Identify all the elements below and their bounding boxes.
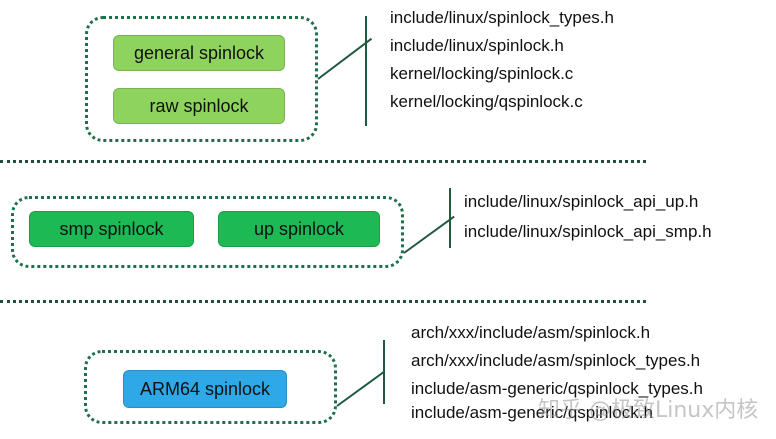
api-files-list: include/linux/spinlock_api_up.h include/… bbox=[464, 187, 712, 247]
file-item: include/linux/spinlock_types.h bbox=[390, 8, 614, 27]
raw-spinlock-node: raw spinlock bbox=[113, 88, 285, 124]
file-item: kernel/locking/qspinlock.c bbox=[390, 92, 583, 111]
group1-bracket bbox=[365, 16, 367, 126]
file-item: arch/xxx/include/asm/spinlock_types.h bbox=[411, 351, 701, 370]
watermark-text: 知乎 @极致Linux内核 bbox=[538, 398, 759, 423]
section-divider bbox=[0, 160, 646, 163]
section-divider bbox=[0, 300, 646, 303]
file-item: kernel/locking/spinlock.c bbox=[390, 64, 574, 83]
file-item: include/linux/spinlock.h bbox=[390, 36, 564, 55]
api-spinlock-group bbox=[11, 196, 404, 268]
file-item: include/linux/spinlock_api_smp.h bbox=[464, 222, 712, 241]
smp-spinlock-node: smp spinlock bbox=[29, 211, 194, 247]
file-item: arch/xxx/include/asm/spinlock.h bbox=[411, 323, 651, 342]
arm64-spinlock-node: ARM64 spinlock bbox=[123, 370, 287, 408]
file-item: include/asm-generic/qspinlock.h bbox=[411, 403, 653, 422]
arch-files-list: arch/xxx/include/asm/spinlock.h arch/xxx… bbox=[411, 319, 703, 423]
arch-spinlock-group bbox=[84, 350, 337, 424]
generic-spinlock-group bbox=[85, 16, 318, 142]
file-item: include/linux/spinlock_api_up.h bbox=[464, 192, 699, 211]
group3-bracket bbox=[383, 340, 385, 404]
group3-connector bbox=[336, 370, 386, 407]
group2-connector bbox=[403, 215, 455, 254]
group1-connector bbox=[317, 37, 373, 80]
group2-bracket bbox=[449, 188, 451, 248]
file-item: include/asm-generic/qspinlock_types.h bbox=[411, 379, 703, 398]
general-spinlock-node: general spinlock bbox=[113, 35, 285, 71]
generic-files-list: include/linux/spinlock_types.h include/l… bbox=[390, 4, 614, 116]
up-spinlock-node: up spinlock bbox=[218, 211, 380, 247]
